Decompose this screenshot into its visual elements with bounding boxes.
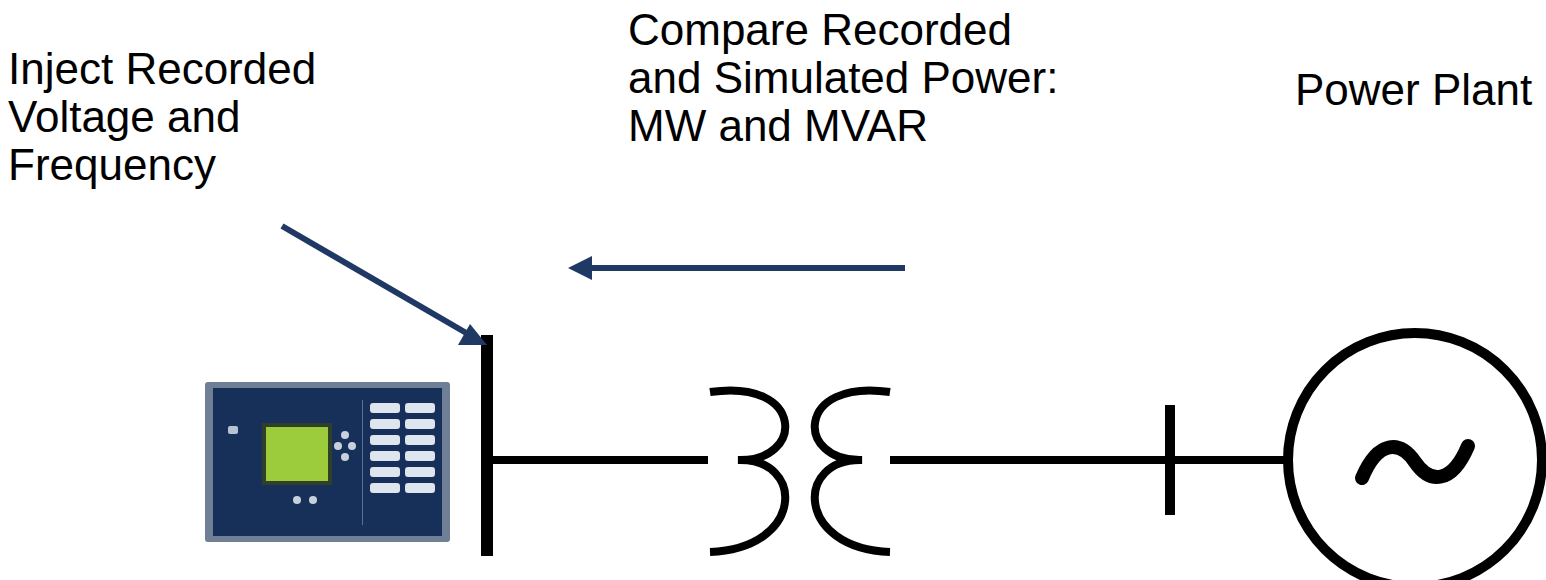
- relay-button: [341, 453, 349, 461]
- leader-arrow: [282, 226, 468, 334]
- bus-bar: [481, 335, 493, 556]
- transformer-winding: [710, 390, 785, 552]
- relay-button: [309, 496, 317, 504]
- relay-device: [205, 382, 450, 542]
- transformer-winding: [815, 390, 890, 552]
- relay-frame: [205, 382, 450, 542]
- relay-screen-frame: [262, 423, 332, 485]
- power-flow-arrow: [588, 265, 905, 271]
- plant-label: Power Plant: [1295, 66, 1540, 114]
- arrow-head: [568, 256, 592, 280]
- relay-pushbuttons: [370, 403, 435, 493]
- arrow-head: [458, 324, 487, 345]
- relay-button: [334, 442, 342, 450]
- relay-button: [341, 431, 349, 439]
- wire: [487, 456, 708, 464]
- tilde-symbol: [1362, 446, 1468, 478]
- relay-port: [228, 426, 238, 434]
- relay-button: [293, 496, 301, 504]
- generator-symbol: [1288, 333, 1542, 580]
- wire: [890, 456, 1288, 464]
- relay-divider: [362, 400, 363, 525]
- generator-bus: [1165, 405, 1175, 515]
- callout-label: Inject Recorded Voltage and Frequency: [8, 45, 368, 189]
- callout-label: Compare Recorded and Simulated Power: MW…: [628, 6, 1068, 150]
- relay-panel: [213, 388, 442, 536]
- relay-lcd: [266, 427, 328, 481]
- relay-button: [348, 442, 356, 450]
